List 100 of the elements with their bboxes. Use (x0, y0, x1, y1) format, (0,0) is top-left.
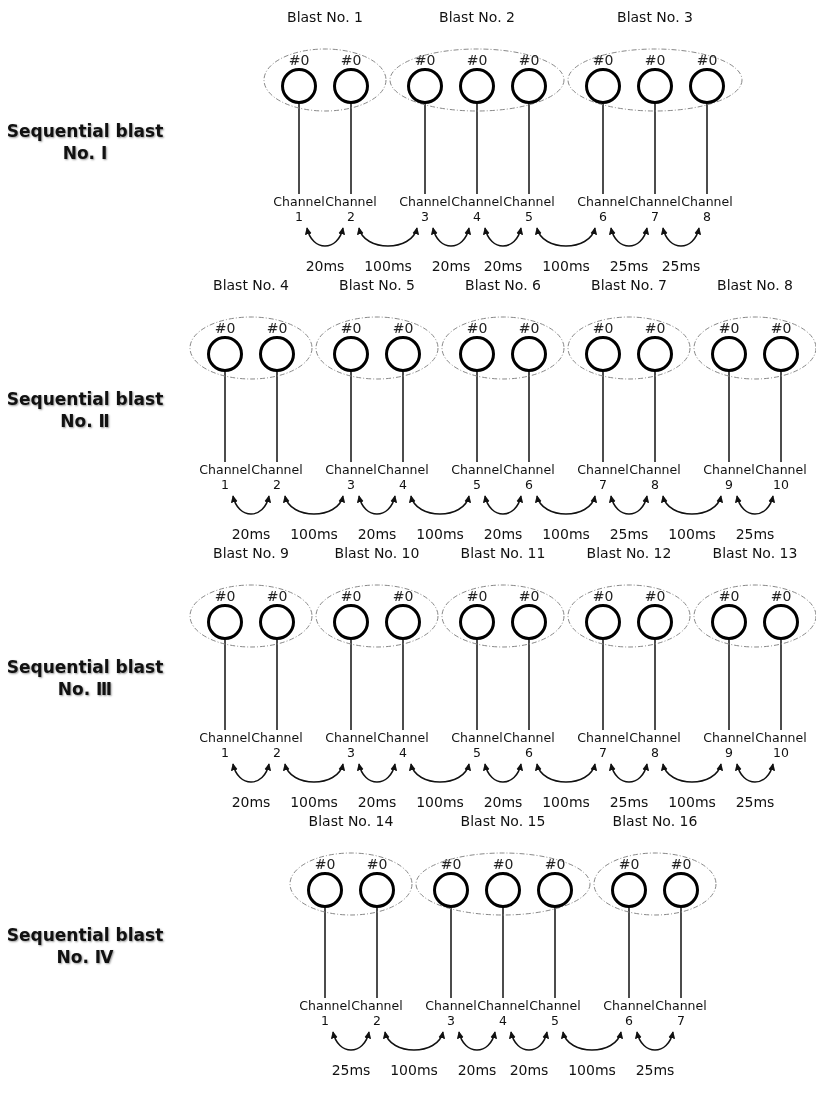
blast-heading: Blast No. 13 (711, 544, 799, 562)
wire-line (224, 371, 226, 463)
delay-label: 100ms (363, 258, 413, 274)
channel-label: Channel 5 (451, 730, 503, 764)
hole-number: #0 (465, 52, 489, 68)
hole-number: #0 (491, 856, 515, 872)
hole-number: #0 (339, 52, 363, 68)
delay-label: 100ms (541, 794, 591, 810)
hole-number: #0 (617, 856, 641, 872)
row-label: Sequential blast No. Ⅳ (5, 924, 165, 968)
delay-arrow (661, 763, 723, 783)
delay-arrow (483, 495, 523, 515)
channel-label: Channel 1 (273, 194, 325, 228)
delay-label: 100ms (567, 1062, 617, 1078)
delay-arrow (431, 227, 471, 247)
channel-label: Channel 1 (199, 462, 251, 496)
hole-number: #0 (287, 52, 311, 68)
delay-arrow (357, 763, 397, 783)
blast-heading: Blast No. 2 (438, 8, 516, 26)
hole-number: #0 (391, 320, 415, 336)
blast-heading: Blast No. 9 (212, 544, 290, 562)
wire-line (450, 907, 452, 999)
delay-label: 100ms (289, 526, 339, 542)
delay-arrow (509, 1031, 549, 1051)
blast-heading: Blast No. 16 (611, 812, 699, 830)
delay-arrow (561, 1031, 623, 1051)
delay-arrow (535, 495, 597, 515)
delay-arrow (331, 1031, 371, 1051)
wire-line (528, 639, 530, 731)
hole-number: #0 (391, 588, 415, 604)
hole-number: #0 (213, 320, 237, 336)
delay-label: 20ms (304, 258, 346, 274)
delay-label: 20ms (230, 526, 272, 542)
delay-arrow (383, 1031, 445, 1051)
delay-arrow (609, 763, 649, 783)
delay-arrow (535, 227, 597, 247)
hole-number: #0 (265, 320, 289, 336)
hole-number: #0 (339, 320, 363, 336)
delay-label: 25ms (734, 794, 776, 810)
channel-label: Channel 3 (325, 730, 377, 764)
delay-arrow (409, 763, 471, 783)
blast-heading: Blast No. 11 (459, 544, 547, 562)
delay-label: 25ms (330, 1062, 372, 1078)
channel-label: Channel 3 (425, 998, 477, 1032)
channel-label: Channel 4 (377, 462, 429, 496)
channel-label: Channel 9 (703, 462, 755, 496)
blast-heading: Blast No. 14 (307, 812, 395, 830)
channel-label: Channel 2 (251, 462, 303, 496)
delay-arrow (357, 495, 397, 515)
delay-label: 20ms (356, 794, 398, 810)
wire-line (628, 907, 630, 999)
channel-label: Channel 2 (251, 730, 303, 764)
channel-label: Channel 3 (325, 462, 377, 496)
blast-heading: Blast No. 5 (338, 276, 416, 294)
channel-label: Channel 7 (629, 194, 681, 228)
delay-arrow (609, 227, 649, 247)
delay-arrow (231, 763, 271, 783)
delay-arrow (735, 495, 775, 515)
wire-line (424, 103, 426, 195)
wire-line (554, 907, 556, 999)
channel-label: Channel 6 (503, 730, 555, 764)
wire-line (654, 103, 656, 195)
row-label: Sequential blast No. Ⅱ (5, 388, 165, 432)
delay-label: 25ms (660, 258, 702, 274)
delay-label: 25ms (608, 258, 650, 274)
hole-number: #0 (517, 52, 541, 68)
delay-label: 20ms (482, 794, 524, 810)
channel-label: Channel 1 (299, 998, 351, 1032)
delay-label: 100ms (541, 258, 591, 274)
hole-number: #0 (365, 856, 389, 872)
wire-line (298, 103, 300, 195)
wire-line (728, 371, 730, 463)
hole-number: #0 (517, 320, 541, 336)
blast-heading: Blast No. 7 (590, 276, 668, 294)
hole-number: #0 (591, 320, 615, 336)
hole-number: #0 (643, 588, 667, 604)
wire-line (476, 639, 478, 731)
delay-arrow (283, 495, 345, 515)
delay-label: 100ms (667, 794, 717, 810)
channel-label: Channel 7 (577, 462, 629, 496)
wire-line (502, 907, 504, 999)
blast-heading: Blast No. 12 (585, 544, 673, 562)
delay-label: 20ms (508, 1062, 550, 1078)
channel-label: Channel 6 (503, 462, 555, 496)
delay-arrow (283, 763, 345, 783)
wire-line (706, 103, 708, 195)
delay-arrow (735, 763, 775, 783)
blast-heading: Blast No. 6 (464, 276, 542, 294)
delay-arrow (231, 495, 271, 515)
hole-number: #0 (643, 320, 667, 336)
wire-line (350, 371, 352, 463)
wire-line (728, 639, 730, 731)
hole-number: #0 (543, 856, 567, 872)
channel-label: Channel 4 (377, 730, 429, 764)
channel-label: Channel 8 (681, 194, 733, 228)
wire-line (476, 371, 478, 463)
hole-number: #0 (265, 588, 289, 604)
channel-label: Channel 5 (503, 194, 555, 228)
wire-line (224, 639, 226, 731)
channel-label: Channel 10 (755, 462, 807, 496)
